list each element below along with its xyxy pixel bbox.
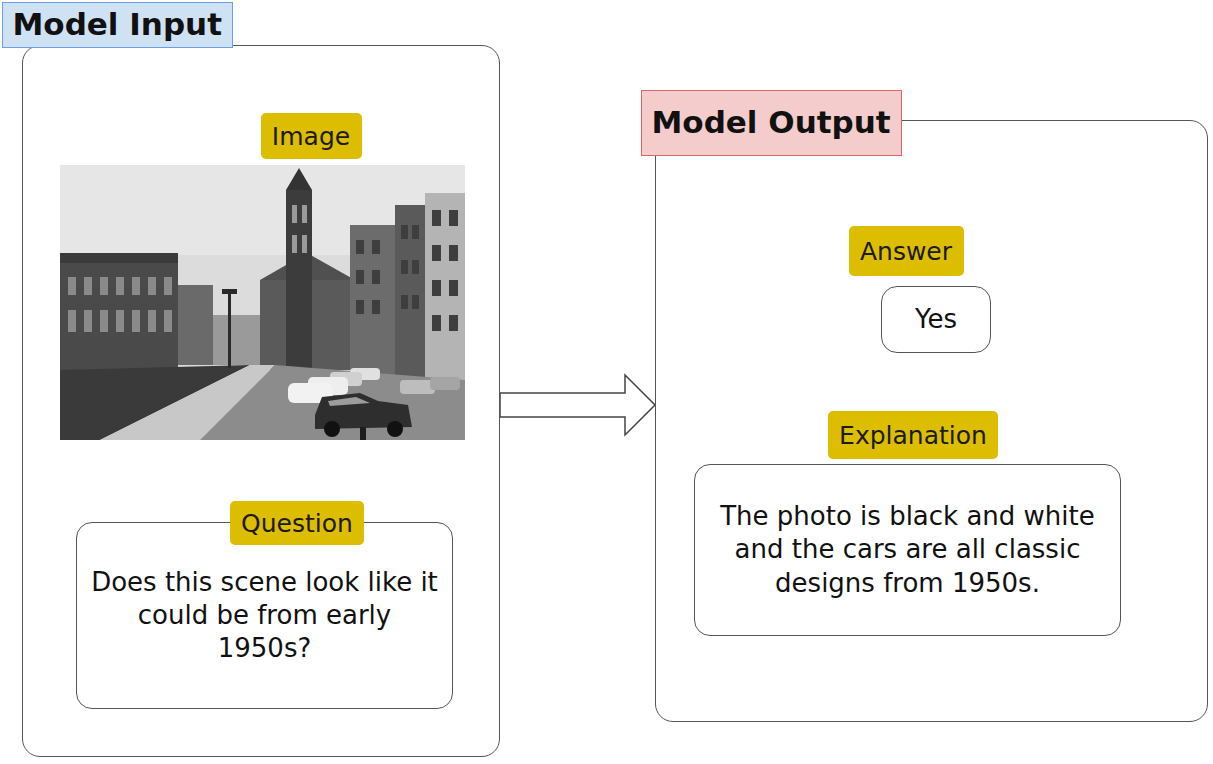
section-tag: Question xyxy=(230,501,364,545)
answer-box: Yes xyxy=(881,286,991,353)
section-tag: Answer xyxy=(849,226,964,276)
box-text: Does this scene look like it could be fr… xyxy=(91,566,438,666)
block-arrow xyxy=(500,375,655,435)
panel-heading: Model Input xyxy=(2,2,233,48)
tag-label: Image xyxy=(272,122,350,151)
question-box: Does this scene look like it could be fr… xyxy=(76,522,453,709)
panel-heading: Model Output xyxy=(641,90,902,156)
output-panel: Model OutputAnswerYesExplanationThe phot… xyxy=(655,120,1208,722)
street-photo xyxy=(60,165,465,440)
box-text: The photo is black and white and the car… xyxy=(709,500,1106,600)
section-tag: Explanation xyxy=(828,411,998,459)
section-tag: Image xyxy=(261,113,362,159)
explanation-box: The photo is black and white and the car… xyxy=(694,464,1121,636)
box-text: Yes xyxy=(915,303,957,336)
input-panel: Model InputImageQuestionDoes this scene … xyxy=(22,45,500,757)
tag-label: Answer xyxy=(860,237,952,266)
tag-label: Question xyxy=(241,509,353,538)
tag-label: Explanation xyxy=(839,421,987,450)
